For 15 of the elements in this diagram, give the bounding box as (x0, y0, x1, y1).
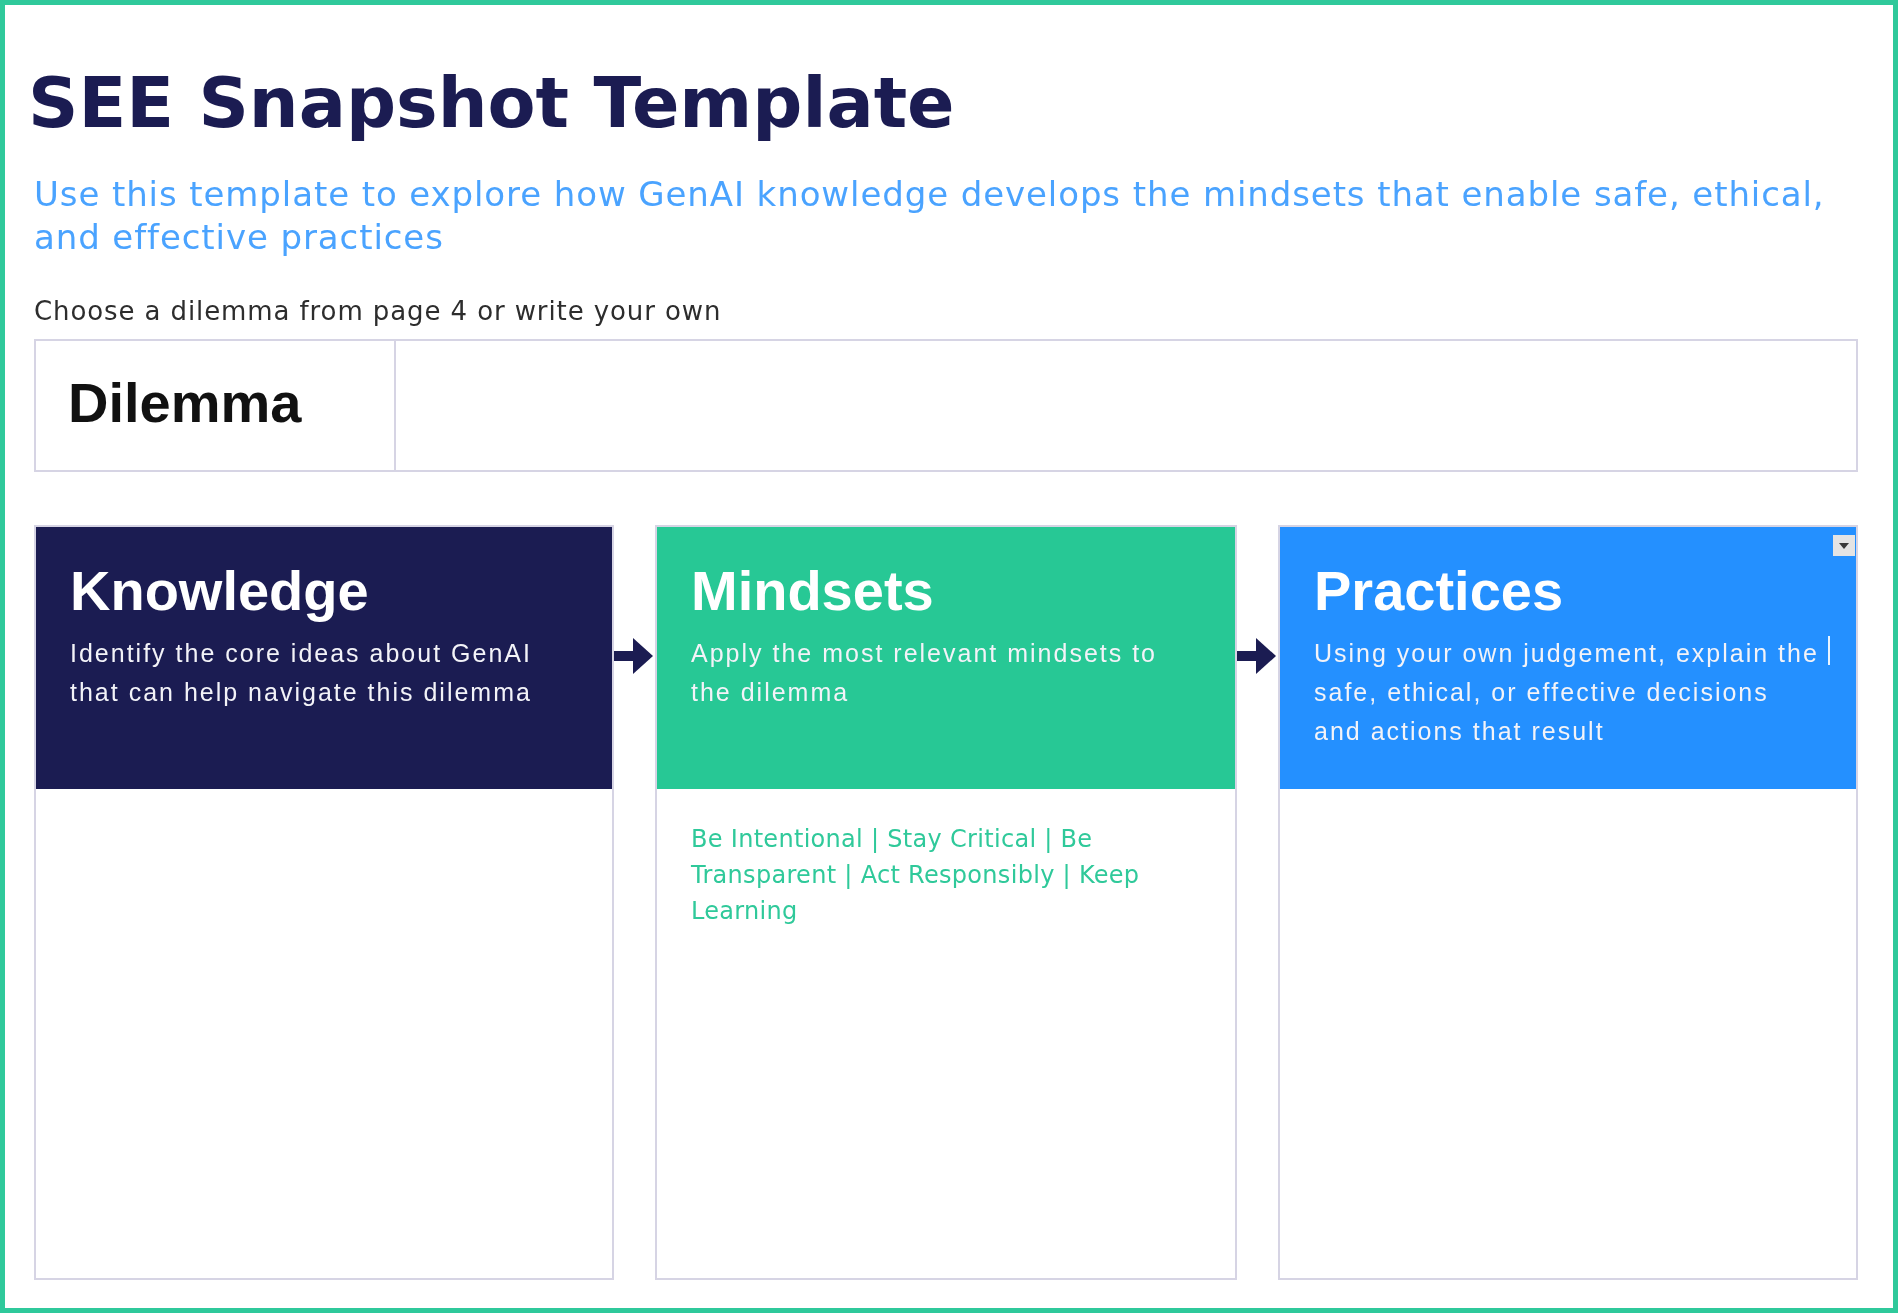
arrow (1237, 638, 1278, 674)
card-description: Using your own judgement, explain the safe, ethical, or effective decisions and actions that result (1314, 638, 1819, 747)
card-heading: Practices (1314, 563, 1564, 619)
instruction-text: Choose a dilemma from page 4 or write your own (34, 295, 722, 327)
dilemma-row (34, 339, 1858, 472)
arrow (614, 638, 655, 674)
subtitle: Use this template to explore how GenAI knowledge develops the mindsets that enable safe, ethical, and effective practices (34, 173, 1826, 259)
step-card (34, 525, 614, 1280)
card-description: Identify the core ideas about GenAI that can help navigate this dilemma (70, 638, 533, 708)
hint-text: Be Intentional | Stay Critical | Be Transparent | Act Responsibly | Keep Learning (691, 824, 1141, 927)
row-heading: Dilemma (68, 374, 302, 431)
card-description: Apply the most relevant mindsets to the dilemma (691, 638, 1159, 708)
card-heading: Mindsets (691, 563, 934, 619)
step-card (655, 525, 1237, 1280)
step-card (1278, 525, 1858, 1280)
